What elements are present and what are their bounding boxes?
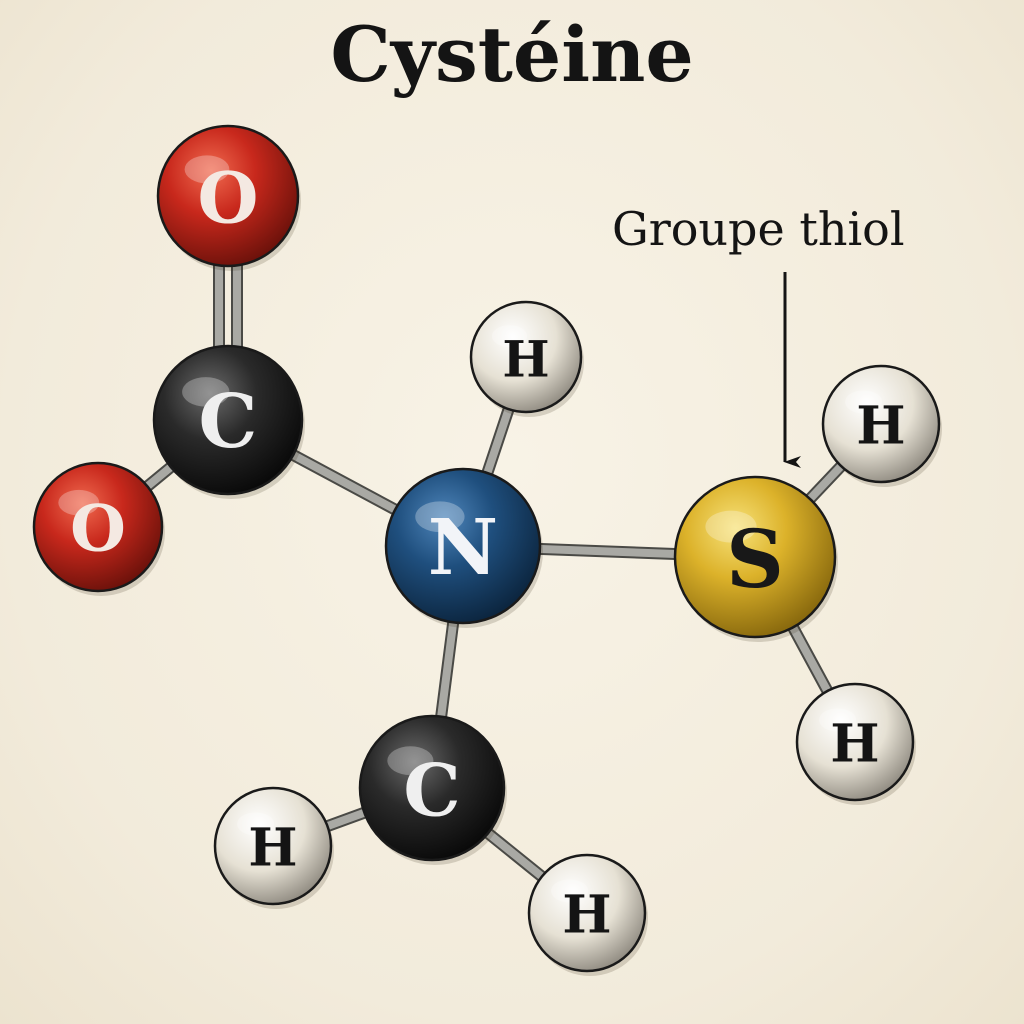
atom-highlight xyxy=(184,155,230,184)
hydrogen-sphere xyxy=(469,300,583,414)
hydrogen-sphere xyxy=(527,853,647,973)
atom-c2: C xyxy=(358,714,507,865)
oxygen-sphere xyxy=(32,461,164,593)
atom-label-h2: H xyxy=(856,396,905,457)
hydrogen-sphere xyxy=(795,682,915,802)
atom-label-h5: H xyxy=(562,885,611,946)
atom-o1: O xyxy=(156,124,301,271)
atom-c1: C xyxy=(152,344,305,499)
annotation-label: Groupe thiol xyxy=(612,202,905,256)
atom-highlight xyxy=(845,390,883,414)
hydrogen-sphere xyxy=(821,364,941,484)
atom-n1: N xyxy=(384,467,543,628)
atom-highlight xyxy=(705,510,757,543)
nitrogen-sphere xyxy=(384,467,542,625)
oxygen-sphere xyxy=(156,124,300,268)
atom-highlight xyxy=(387,746,434,776)
carbon-sphere xyxy=(358,714,506,862)
atom-s1: S xyxy=(673,475,838,642)
atom-highlight xyxy=(491,325,528,348)
atom-label-s1: S xyxy=(726,512,784,606)
atom-label-h4: H xyxy=(248,818,297,879)
atom-h5: H xyxy=(527,853,648,976)
atom-highlight xyxy=(551,879,589,903)
page-title: Cystéine xyxy=(330,10,694,99)
hydrogen-sphere xyxy=(213,786,333,906)
atom-label-c1: C xyxy=(199,379,258,465)
thiol-annotation: Groupe thiol xyxy=(612,202,905,468)
atom-label-h1: H xyxy=(502,330,549,389)
atom-highlight xyxy=(237,812,275,836)
atom-label-o2: O xyxy=(70,492,126,567)
atom-highlight xyxy=(415,501,465,533)
atom-highlight xyxy=(819,708,857,732)
atom-h1: H xyxy=(469,300,584,417)
atom-label-n1: N xyxy=(428,503,498,593)
atom-highlight xyxy=(58,489,100,516)
carbon-sphere xyxy=(152,344,304,496)
atom-h3: H xyxy=(795,682,916,805)
atom-label-c2: C xyxy=(403,748,460,833)
atom-label-o1: O xyxy=(198,157,259,240)
atom-h2: H xyxy=(821,364,942,487)
atom-highlight xyxy=(182,377,230,407)
sulfur-sphere xyxy=(673,475,837,639)
atom-o2: O xyxy=(32,461,165,596)
atom-h4: H xyxy=(213,786,334,909)
atom-label-h3: H xyxy=(830,714,879,775)
